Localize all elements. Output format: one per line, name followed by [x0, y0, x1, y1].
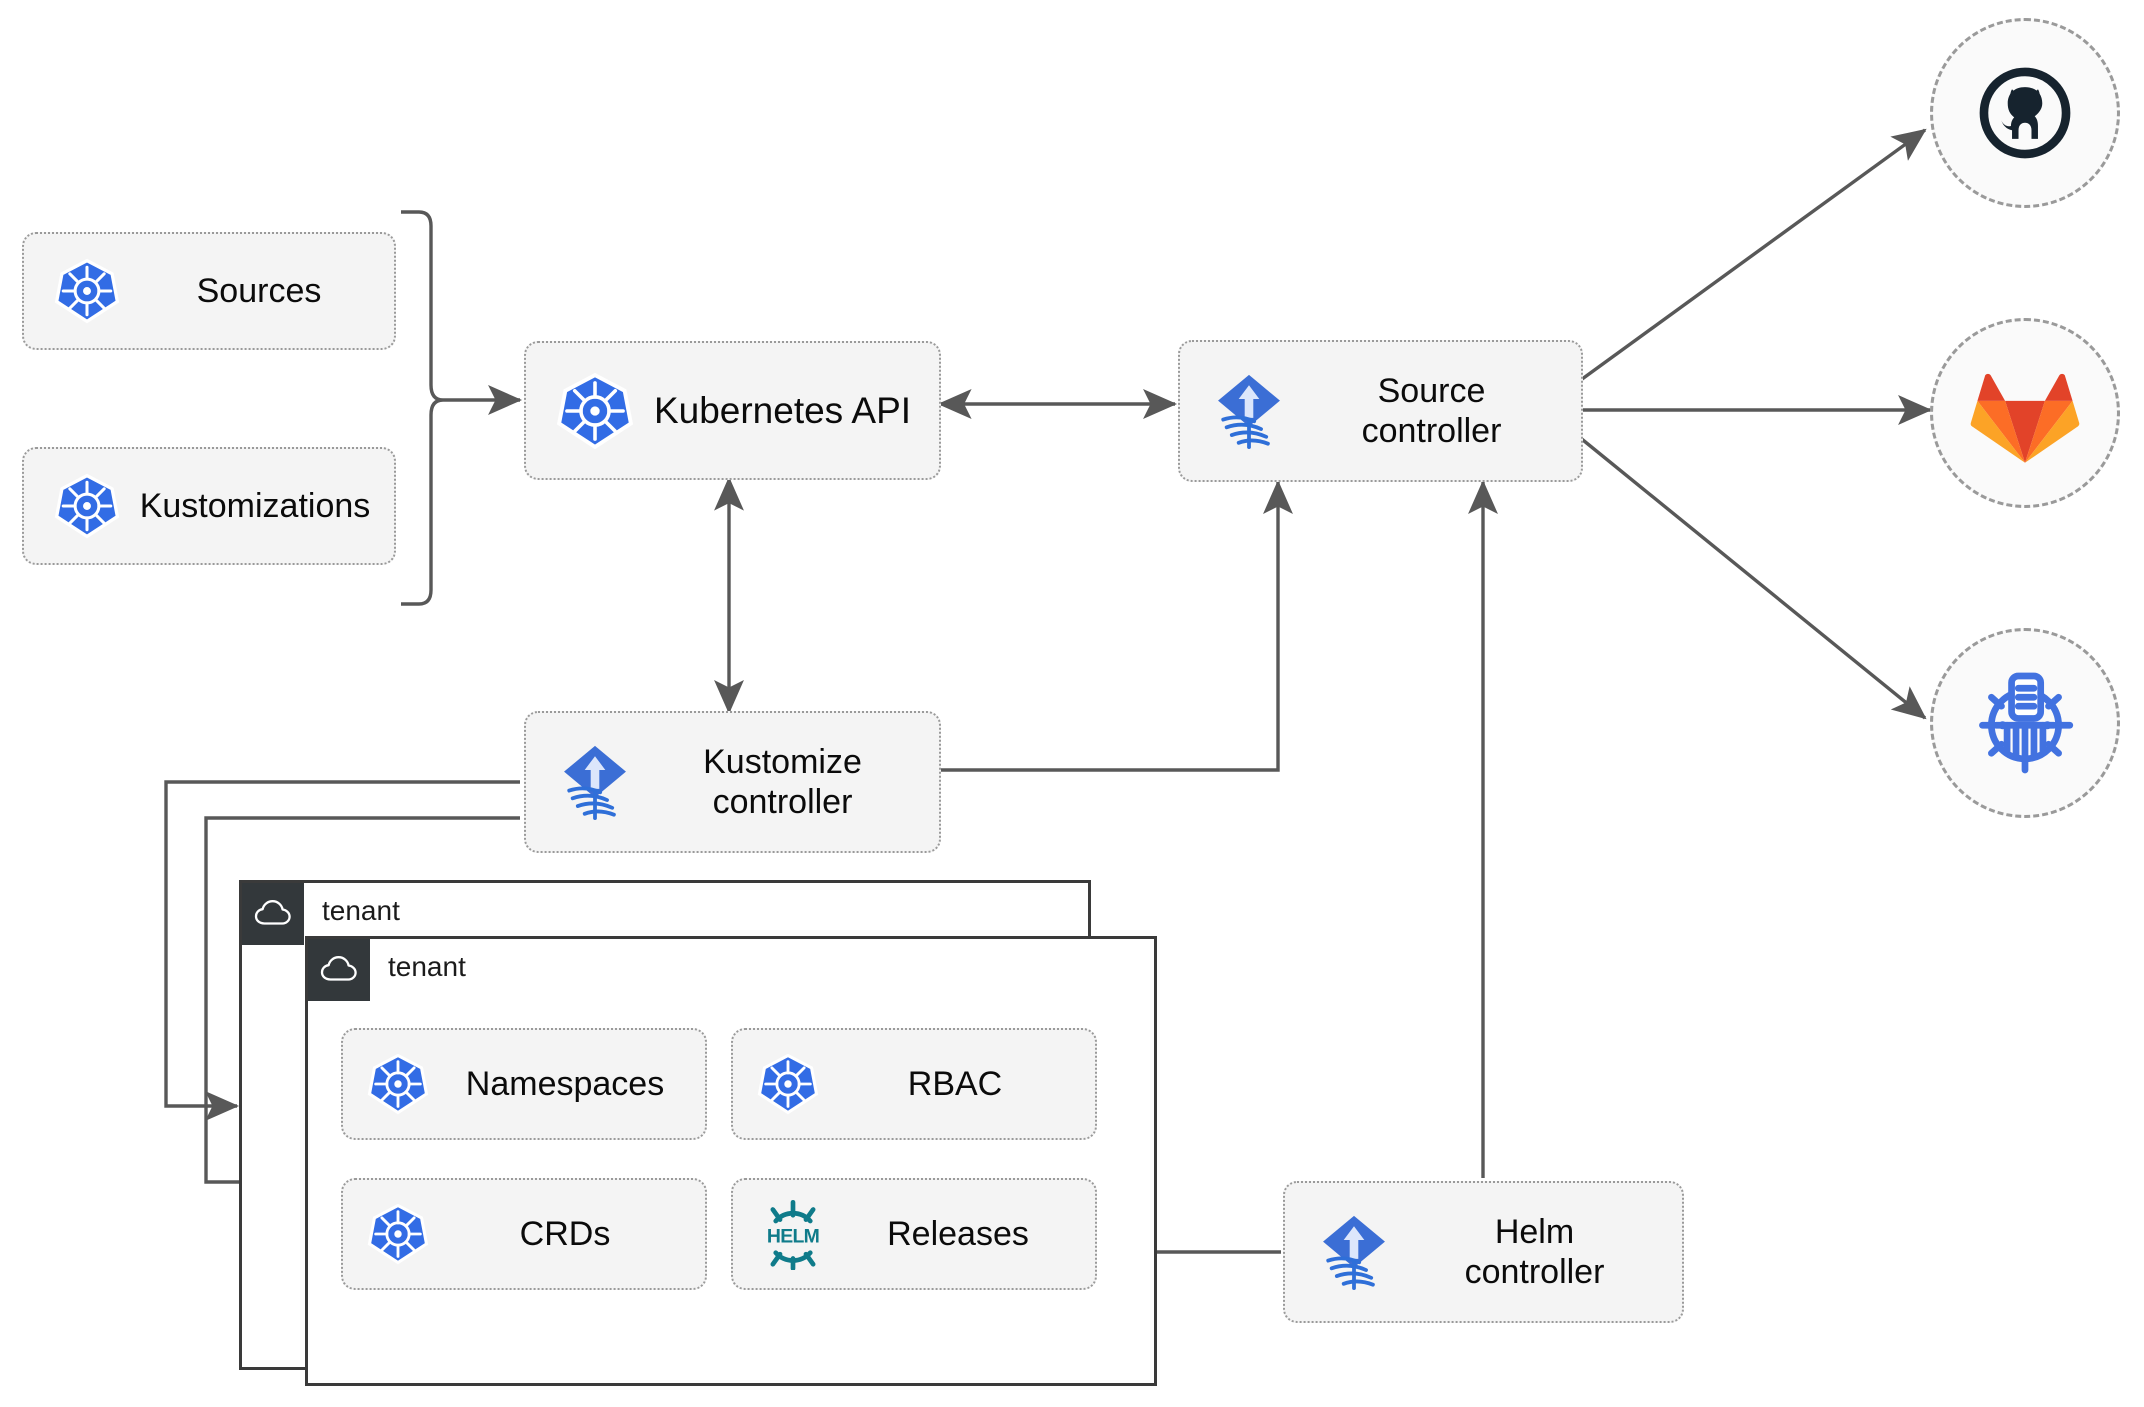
node-helm-controller[interactable]: Helm controller: [1283, 1181, 1684, 1323]
kubernetes-icon: [556, 372, 634, 450]
node-label: RBAC: [907, 1064, 1003, 1103]
tenant-label-2: tenant: [388, 951, 466, 982]
kubernetes-icon: [367, 1203, 429, 1265]
edge-source-github: [1577, 128, 1927, 384]
node-label: CRDs: [519, 1214, 611, 1253]
node-releases[interactable]: HELM Releases: [731, 1178, 1097, 1290]
node-kustomizations[interactable]: Kustomizations: [22, 447, 396, 565]
edge-source-helmrepo: [1576, 434, 1927, 720]
node-sources[interactable]: Sources: [22, 232, 396, 350]
node-label: Kustomize controller: [703, 742, 862, 821]
repo-gitlab[interactable]: [1930, 318, 2120, 508]
repo-github[interactable]: [1930, 18, 2120, 208]
node-crds[interactable]: CRDs: [341, 1178, 707, 1290]
svg-text:HELM: HELM: [767, 1226, 819, 1248]
flux-icon: [552, 739, 638, 825]
cloud-icon: [242, 883, 304, 945]
github-icon: [1979, 67, 2071, 159]
node-label: Kustomizations: [139, 486, 371, 525]
tenant-panel-2[interactable]: tenant: [305, 936, 1157, 1386]
node-label: Source controller: [1361, 371, 1502, 450]
helm-icon: HELM: [757, 1198, 829, 1270]
repo-helm[interactable]: [1930, 628, 2120, 818]
node-label: Kubernetes API: [653, 389, 912, 431]
tenant-label-1: tenant: [322, 895, 400, 926]
helm-chart-repo-icon: [1979, 672, 2074, 774]
kubernetes-icon: [54, 473, 120, 539]
flux-icon: [1311, 1209, 1397, 1295]
node-namespaces[interactable]: Namespaces: [341, 1028, 707, 1140]
node-kubernetes-api[interactable]: Kubernetes API: [524, 341, 941, 480]
edge-kustomize-source: [941, 479, 1293, 772]
node-label: Namespaces: [465, 1064, 665, 1103]
node-source-controller[interactable]: Source controller: [1178, 340, 1583, 482]
gitlab-icon: [1970, 373, 2080, 463]
cloud-icon: [308, 939, 370, 1001]
node-rbac[interactable]: RBAC: [731, 1028, 1097, 1140]
node-label: Releases: [887, 1214, 1029, 1253]
kubernetes-icon: [54, 258, 120, 324]
node-label: Sources: [196, 271, 322, 310]
group-brace: [401, 210, 444, 606]
edge-kustomize-tenant-1: [164, 780, 520, 1121]
kubernetes-icon: [367, 1053, 429, 1115]
node-label: Helm controller: [1464, 1212, 1605, 1291]
node-kustomize-controller[interactable]: Kustomize controller: [524, 711, 941, 853]
kubernetes-icon: [757, 1053, 819, 1115]
flux-icon: [1206, 368, 1292, 454]
